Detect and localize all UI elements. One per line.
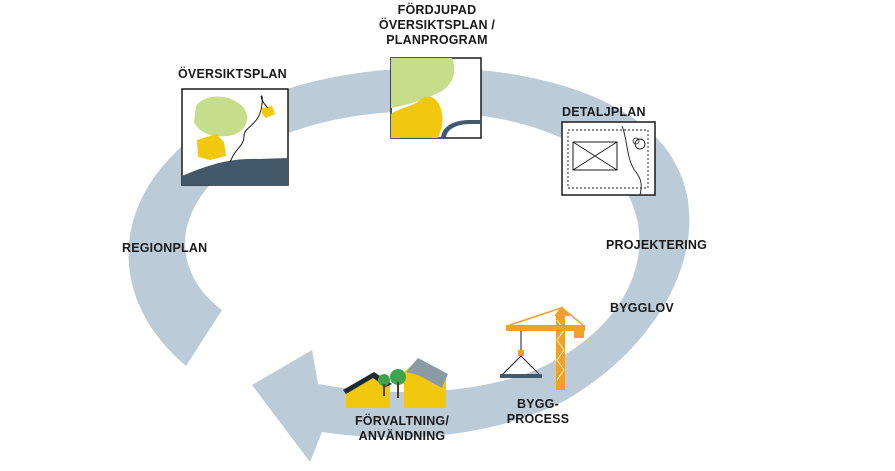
label-oversiktsplan: ÖVERSIKTSPLAN bbox=[178, 67, 287, 81]
detaljplan-map-icon bbox=[561, 121, 656, 196]
label-forvaltning-line1: FÖRVALTNING/ bbox=[354, 414, 450, 428]
fordjupad-map-icon bbox=[390, 57, 482, 139]
houses-icon bbox=[343, 358, 448, 408]
label-fordjupad-line2: ÖVERSIKTSPLAN / bbox=[378, 18, 496, 32]
label-regionplan: REGIONPLAN bbox=[122, 241, 208, 255]
label-bygglov: BYGGLOV bbox=[610, 301, 674, 315]
oversiktsplan-map-icon bbox=[181, 88, 289, 186]
label-byggprocess-line1: BYGG- bbox=[517, 397, 559, 411]
label-fordjupad-line1: FÖRDJUPAD bbox=[397, 3, 477, 17]
label-forvaltning: FÖRVALTNING/ ANVÄNDNING bbox=[342, 414, 462, 444]
label-projektering: PROJEKTERING bbox=[606, 238, 708, 252]
crane-icon bbox=[500, 306, 585, 390]
label-detaljplan: DETALJPLAN bbox=[562, 105, 646, 119]
label-byggprocess-line2: PROCESS bbox=[506, 412, 570, 426]
label-byggprocess: BYGG- PROCESS bbox=[498, 397, 578, 427]
label-fordjupad-line3: PLANPROGRAM bbox=[386, 33, 488, 47]
label-forvaltning-line2: ANVÄNDNING bbox=[358, 429, 446, 443]
label-fordjupad: FÖRDJUPAD ÖVERSIKTSPLAN / PLANPROGRAM bbox=[372, 3, 502, 48]
